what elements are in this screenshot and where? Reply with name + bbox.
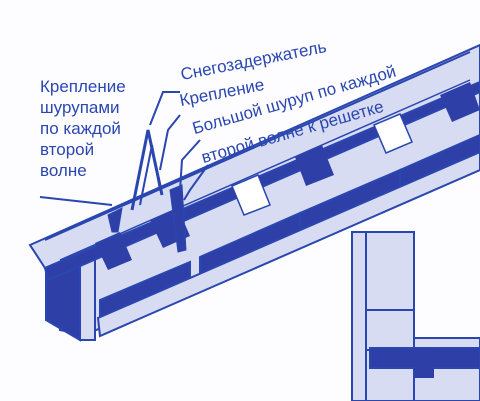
roofing-sheet — [28, 43, 480, 282]
rafter — [45, 76, 480, 342]
snow-guard — [130, 129, 164, 211]
label-line: по каждой — [40, 119, 121, 138]
label-line: Крепление — [40, 77, 126, 96]
wall-structure — [351, 231, 480, 401]
screws — [107, 184, 187, 253]
label-screw-fastening: Крепление шурупами по каждой второй волн… — [40, 76, 126, 181]
battens — [96, 133, 480, 338]
label-line: второй — [40, 140, 95, 159]
label-line: волне — [40, 161, 87, 180]
label-line: шурупами — [40, 98, 120, 117]
leader-lines — [39, 91, 209, 206]
